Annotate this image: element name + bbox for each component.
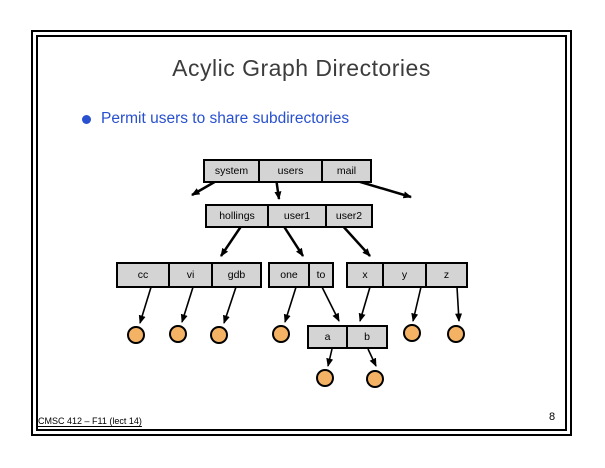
dir-entry-user2: user2 <box>327 206 371 226</box>
dir-entry-y: y <box>384 264 427 286</box>
file-circle <box>210 326 228 344</box>
dir-entry-b: b <box>348 327 386 347</box>
arrow-from-gdb <box>223 283 238 324</box>
dir-entry-cc: cc <box>118 264 170 286</box>
arrow-from-x <box>358 286 371 322</box>
arrow-from-vi <box>180 283 195 323</box>
dir-entry-hollings: hollings <box>207 206 269 226</box>
bullet-row: Permit users to share subdirectories <box>82 110 349 128</box>
arrow-from-a <box>326 348 334 367</box>
dir-entry-x: x <box>348 264 384 286</box>
slide-inner-frame <box>36 35 567 431</box>
page-number: 8 <box>549 411 556 423</box>
slide-outer-frame <box>31 30 572 436</box>
dir-entry-gdb: gdb <box>213 264 260 286</box>
file-circle <box>272 325 290 343</box>
dir-entry-one: one <box>270 264 310 286</box>
bullet-text: Permit users to share subdirectories <box>101 110 350 127</box>
footer-text: CMSC 412 – F11 (lect 14) <box>38 416 142 426</box>
arrow-from-b <box>367 348 377 367</box>
file-circle <box>403 324 421 342</box>
dir-entry-to: to <box>310 264 332 286</box>
bullet-icon <box>82 114 91 124</box>
file-circle <box>127 326 145 344</box>
file-circle <box>447 325 465 343</box>
dir-entry-users: users <box>260 161 323 181</box>
file-circle <box>169 325 187 343</box>
dir-entry-user1: user1 <box>269 206 327 226</box>
dir-entry-mail: mail <box>323 161 370 181</box>
arrow-from-user2 <box>340 223 371 257</box>
dir-entry-system: system <box>205 161 260 181</box>
arrow-from-z <box>455 286 463 322</box>
dir-entry-vi: vi <box>170 264 213 286</box>
dir-entry-a: a <box>309 327 348 347</box>
arrow-from-y <box>411 286 422 322</box>
file-circle <box>316 369 334 387</box>
arrow-from-to <box>321 286 340 322</box>
slide-title: Acylic Graph Directories <box>172 55 431 81</box>
dir-entry-z: z <box>427 264 466 286</box>
file-circle <box>366 370 384 388</box>
arrow-from-one <box>283 283 298 323</box>
arrow-from-user1 <box>281 224 305 257</box>
arrow-from-cc <box>138 283 153 324</box>
